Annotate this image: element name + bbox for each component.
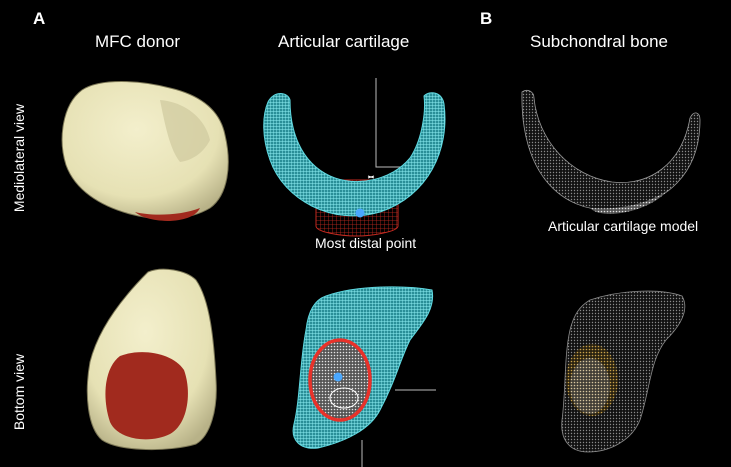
subchondral-bone-mediolateral-model (522, 90, 700, 214)
subchondral-bone-bottom-model (562, 291, 685, 452)
articular-cartilage-bottom-model (293, 287, 436, 467)
mfc-donor-bottom-model (87, 269, 216, 449)
articular-cartilage-mediolateral-model (264, 78, 445, 236)
mfc-donor-mediolateral-model (62, 82, 228, 222)
